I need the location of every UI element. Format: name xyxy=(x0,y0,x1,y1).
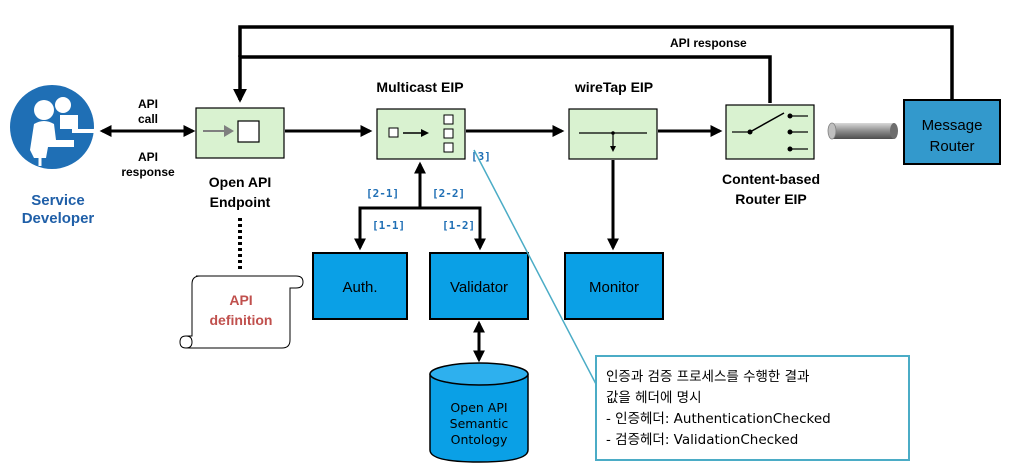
multicast-fanout-arrows xyxy=(354,161,486,251)
api-definition-label-line2: definition xyxy=(210,312,273,328)
step-1-1-label: [1-1] xyxy=(372,219,405,232)
message-channel-pipe-icon xyxy=(827,122,898,140)
api-definition-scroll-icon xyxy=(179,275,304,349)
wiretap-eip-label: wireTap EIP xyxy=(574,79,653,95)
open-api-endpoint-box xyxy=(195,107,285,159)
api-definition-label-line1: API xyxy=(229,292,252,308)
endpoint-label-line1: Open API xyxy=(209,174,272,190)
callout-line1: 인증과 검증 프로세스를 수행한 결과 xyxy=(606,369,809,385)
router-label-line1: Content-based xyxy=(722,171,820,187)
wiretap-eip-box xyxy=(568,108,658,160)
callout-line4: - 검증헤더: ValidationChecked xyxy=(606,432,798,448)
content-router-eip-box xyxy=(725,104,815,160)
monitor-box xyxy=(564,252,664,320)
api-response-label-line1: API xyxy=(138,150,158,164)
developer-label-line1: Service xyxy=(31,192,84,209)
multicast-eip-label: Multicast EIP xyxy=(376,79,463,95)
developer-label-line2: Developer xyxy=(22,210,95,227)
step-2-1-label: [2-1] xyxy=(366,187,399,200)
api-call-label-line1: API xyxy=(138,97,158,111)
message-router-box xyxy=(903,99,1001,165)
auth-box xyxy=(312,252,408,320)
step-1-2-label: [1-2] xyxy=(442,219,475,232)
validator-box xyxy=(429,252,529,320)
endpoint-label-line2: Endpoint xyxy=(210,194,271,210)
api-call-label-line2: call xyxy=(138,112,158,126)
service-developer-icon xyxy=(10,85,94,169)
ontology-label-line1: Open API xyxy=(450,400,507,415)
ontology-label-line3: Ontology xyxy=(451,432,508,447)
api-response-label-line2: response xyxy=(121,165,175,179)
message-router-label-line1: Message xyxy=(922,117,983,134)
router-label-line2: Router EIP xyxy=(735,191,807,207)
step-2-2-label: [2-2] xyxy=(432,187,465,200)
monitor-label: Monitor xyxy=(589,279,639,296)
callout-box xyxy=(595,355,910,461)
callout-leader-line xyxy=(473,149,598,387)
validator-label: Validator xyxy=(450,279,508,296)
step-3-label: [3] xyxy=(471,150,491,163)
callout-line3: - 인증헤더: AuthenticationChecked xyxy=(606,411,831,427)
ontology-label-line2: Semantic xyxy=(450,416,509,431)
api-response-feedback-arrow xyxy=(233,25,954,103)
callout-line2: 값을 헤더에 명시 xyxy=(606,390,702,406)
multicast-eip-box xyxy=(376,108,466,160)
ontology-database-icon xyxy=(429,362,529,463)
auth-label: Auth. xyxy=(342,279,377,296)
api-response-top-label: API response xyxy=(670,36,747,50)
message-router-label-line2: Router xyxy=(929,138,974,155)
